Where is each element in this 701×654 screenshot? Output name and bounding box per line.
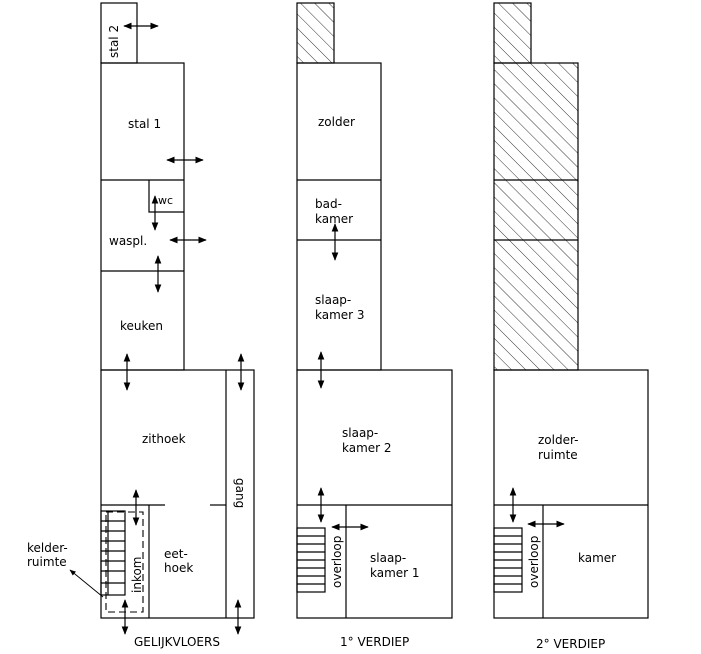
label-kelderruimte-2: ruimte xyxy=(27,555,67,569)
label-badkamer-1: bad- xyxy=(315,197,342,211)
label-badkamer-2: kamer xyxy=(315,212,353,226)
stairs xyxy=(100,510,126,596)
stairs xyxy=(493,527,523,593)
label-inkom: inkom xyxy=(130,557,144,594)
label-zolderruimte-2: ruimte xyxy=(538,448,578,462)
hatched-area xyxy=(493,2,532,64)
label-stal-2: stal 2 xyxy=(107,25,121,58)
label-slaapkamer2-2: kamer 2 xyxy=(342,441,392,455)
plan-title-1-verdiep: 1° VERDIEP xyxy=(340,635,409,649)
label-overloop: overloop xyxy=(527,536,541,588)
plan-gelijkvloers: stal 2 stal 1 wc waspl. keuken zithoek g… xyxy=(27,2,255,649)
plan-title-gelijkvloers: GELIJKVLOERS xyxy=(134,635,220,649)
label-kelderruimte-1: kelder- xyxy=(27,541,68,555)
label-stal-1: stal 1 xyxy=(128,117,161,131)
label-eethoek-2: hoek xyxy=(164,561,193,575)
label-zolder: zolder xyxy=(318,115,355,129)
label-keuken: keuken xyxy=(120,319,163,333)
label-zithoek: zithoek xyxy=(142,432,186,446)
label-slaapkamer1-1: slaap- xyxy=(370,551,406,565)
label-slaapkamer1-2: kamer 1 xyxy=(370,566,420,580)
label-overloop: overloop xyxy=(330,536,344,588)
plan-1-verdiep: zolder bad- kamer slaap- kamer 3 slaap- … xyxy=(296,2,453,649)
label-kamer: kamer xyxy=(578,551,616,565)
hatched-area xyxy=(493,62,579,371)
plan-title-2-verdiep: 2° VERDIEP xyxy=(536,637,605,651)
plan-2-verdiep: zolder- ruimte overloop kamer 2° VERDIEP xyxy=(493,2,649,651)
stairs xyxy=(296,527,326,593)
label-eethoek-1: eet- xyxy=(164,547,188,561)
label-slaapkamer2-1: slaap- xyxy=(342,426,378,440)
label-zolderruimte-1: zolder- xyxy=(538,433,578,447)
front-block-walls xyxy=(296,369,453,619)
label-gang: gang xyxy=(233,478,247,508)
label-slaapkamer3-1: slaap- xyxy=(315,293,351,307)
front-block-walls xyxy=(100,369,255,619)
label-wc: wc xyxy=(158,194,173,207)
label-slaapkamer3-2: kamer 3 xyxy=(315,308,365,322)
hatched-area xyxy=(296,2,335,64)
room-wc xyxy=(148,180,184,213)
front-block-walls xyxy=(493,369,649,619)
kelder-leader xyxy=(69,569,104,598)
label-waspl: waspl. xyxy=(109,234,147,248)
